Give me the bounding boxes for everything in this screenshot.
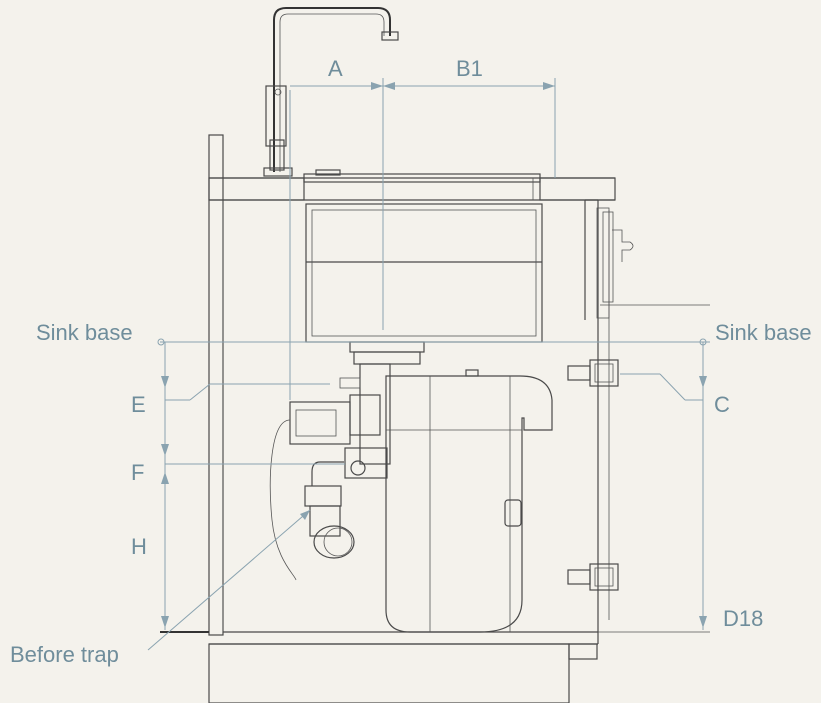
label-a: A	[328, 56, 343, 81]
cabinet-plinth	[208, 643, 570, 703]
hinge-upper	[567, 359, 619, 387]
faucet	[263, 7, 399, 177]
label-h: H	[131, 534, 147, 559]
label-sink-base-right: Sink base	[715, 320, 812, 345]
cabinet-left-panel	[208, 134, 224, 636]
cabinet	[160, 134, 710, 703]
wall-fixture	[602, 211, 634, 303]
hinge-lower	[567, 563, 619, 591]
label-b1: B1	[456, 56, 483, 81]
water-tank	[385, 369, 553, 633]
label-d18: D18	[723, 606, 763, 631]
label-f: F	[131, 460, 144, 485]
countertop	[208, 177, 616, 201]
label-e: E	[131, 392, 146, 417]
dimension-lines	[147, 78, 710, 651]
label-before-trap: Before trap	[10, 642, 119, 667]
label-c: C	[714, 392, 730, 417]
sink-bowl	[303, 169, 543, 343]
drain-assembly	[269, 341, 425, 581]
label-sink-base-left: Sink base	[36, 320, 133, 345]
